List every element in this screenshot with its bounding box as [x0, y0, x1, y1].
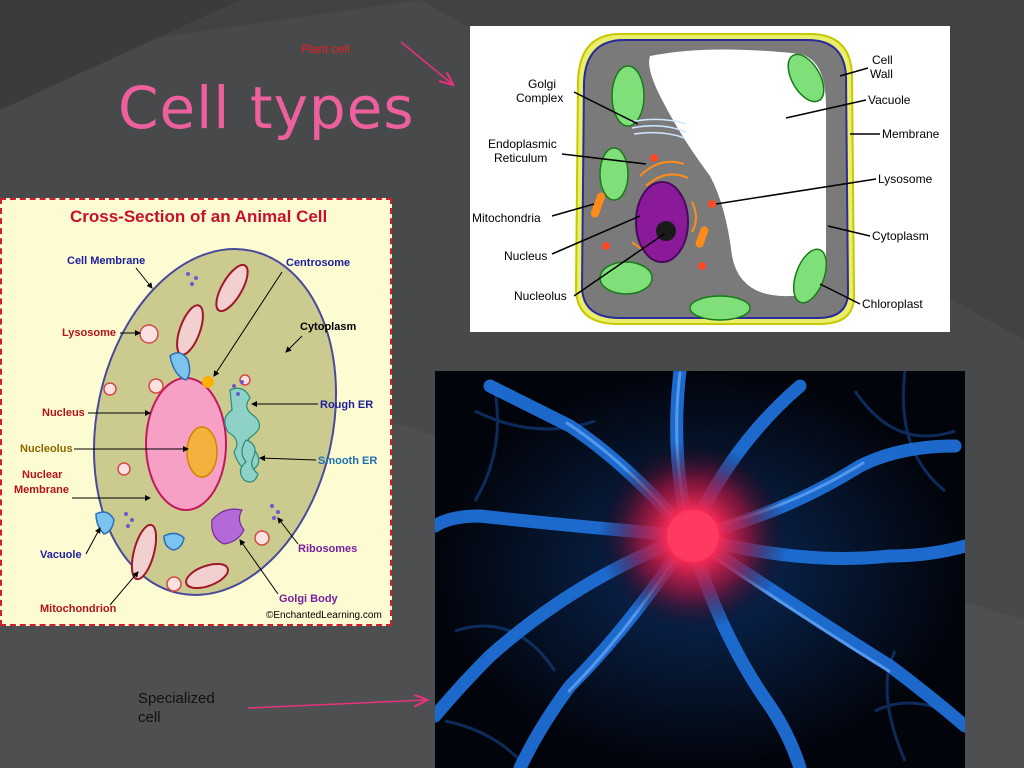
label-mitochondrion: Mitochondrion — [40, 603, 117, 615]
plant-label-vacuole: Vacuole — [868, 93, 911, 107]
plant-label-golgi-1: Golgi — [528, 77, 556, 91]
label-vacuole: Vacuole — [40, 549, 82, 561]
plant-label-nucleus: Nucleus — [504, 249, 547, 263]
plant-lysosomes — [602, 154, 716, 270]
label-cytoplasm: Cytoplasm — [300, 321, 356, 333]
label-nucleolus: Nucleolus — [20, 443, 73, 455]
animal-lysosomes — [103, 324, 270, 592]
plant-label-er-1: Endoplasmic — [488, 137, 557, 151]
neuron-soma — [667, 510, 719, 562]
label-golgi-body: Golgi Body — [279, 593, 339, 605]
label-centrosome: Centrosome — [286, 257, 350, 269]
neuron-image — [435, 371, 965, 768]
slide-title: Cell types — [118, 74, 415, 142]
label-smooth-er: Smooth ER — [318, 455, 377, 467]
animal-cell-title: Cross-Section of an Animal Cell — [70, 207, 327, 226]
plant-label-mitochondria: Mitochondria — [472, 211, 541, 225]
plant-label-cell-wall-2: Wall — [870, 67, 893, 81]
plant-label-cell-wall-1: Cell — [872, 53, 893, 67]
plant-leader-lines — [551, 67, 880, 305]
animal-centrosome — [202, 376, 214, 388]
plant-label-golgi-2: Complex — [516, 91, 563, 105]
animal-endoplasmic-reticulum — [224, 387, 261, 483]
plant-label-nucleolus: Nucleolus — [514, 289, 567, 303]
plant-label-cytoplasm: Cytoplasm — [872, 229, 929, 243]
animal-ribosome-dots — [124, 272, 280, 528]
label-lysosome: Lysosome — [62, 327, 116, 339]
animal-nucleolus — [186, 426, 218, 478]
background-neurons — [444, 371, 965, 767]
label-ribosomes: Ribosomes — [298, 543, 357, 555]
label-nucleus: Nucleus — [42, 407, 85, 419]
plant-label-er-2: Reticulum — [494, 151, 547, 165]
plant-chloroplasts — [599, 53, 828, 321]
specialized-cell-caption: Specialized cell — [138, 690, 215, 726]
plant-label-membrane: Membrane — [882, 127, 940, 141]
plant-golgi-complex — [629, 118, 687, 139]
animal-credit: ©EnchantedLearning.com — [266, 610, 382, 621]
animal-leader-lines — [72, 267, 318, 606]
animal-golgi-body — [211, 508, 245, 545]
label-nuclear-membrane-2: Membrane — [14, 484, 69, 496]
plant-cell-caption: Plant cell — [301, 42, 350, 56]
label-nuclear-membrane-1: Nuclear — [22, 469, 63, 481]
plant-vacuole — [649, 49, 826, 297]
plant-cell-diagram: Golgi Complex Endoplasmic Reticulum Mito… — [470, 26, 950, 332]
animal-cell-diagram: Cross-Section of an Animal Cell — [0, 198, 392, 626]
label-cell-membrane: Cell Membrane — [67, 255, 145, 267]
plant-label-chloroplast: Chloroplast — [862, 297, 923, 311]
animal-vacuoles — [95, 352, 191, 551]
plant-label-lysosome: Lysosome — [878, 172, 933, 186]
plant-mitochondria — [590, 192, 709, 248]
label-rough-er: Rough ER — [320, 399, 373, 411]
